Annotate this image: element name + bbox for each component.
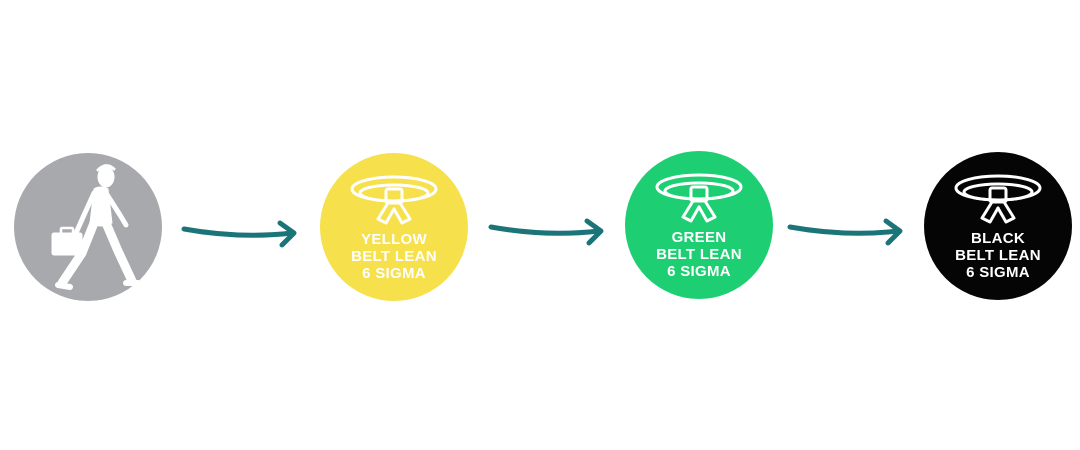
yellow-belt-node: YELLOW BELT LEAN 6 SIGMA (320, 153, 468, 301)
walking-businessman-icon (51, 164, 141, 290)
green-belt-label: GREEN BELT LEAN 6 SIGMA (656, 229, 742, 280)
belt-icon (954, 174, 1042, 224)
green-belt-node: GREEN BELT LEAN 6 SIGMA (625, 151, 773, 299)
belt-icon (655, 173, 743, 223)
arrow-3 (787, 218, 903, 246)
start-node (14, 153, 162, 301)
black-belt-node: BLACK BELT LEAN 6 SIGMA (924, 152, 1072, 300)
black-belt-label: BLACK BELT LEAN 6 SIGMA (955, 230, 1041, 281)
yellow-belt-label: YELLOW BELT LEAN 6 SIGMA (351, 231, 437, 282)
arrow-2 (488, 218, 604, 246)
arrow-1 (181, 220, 297, 248)
belt-icon (350, 175, 438, 225)
